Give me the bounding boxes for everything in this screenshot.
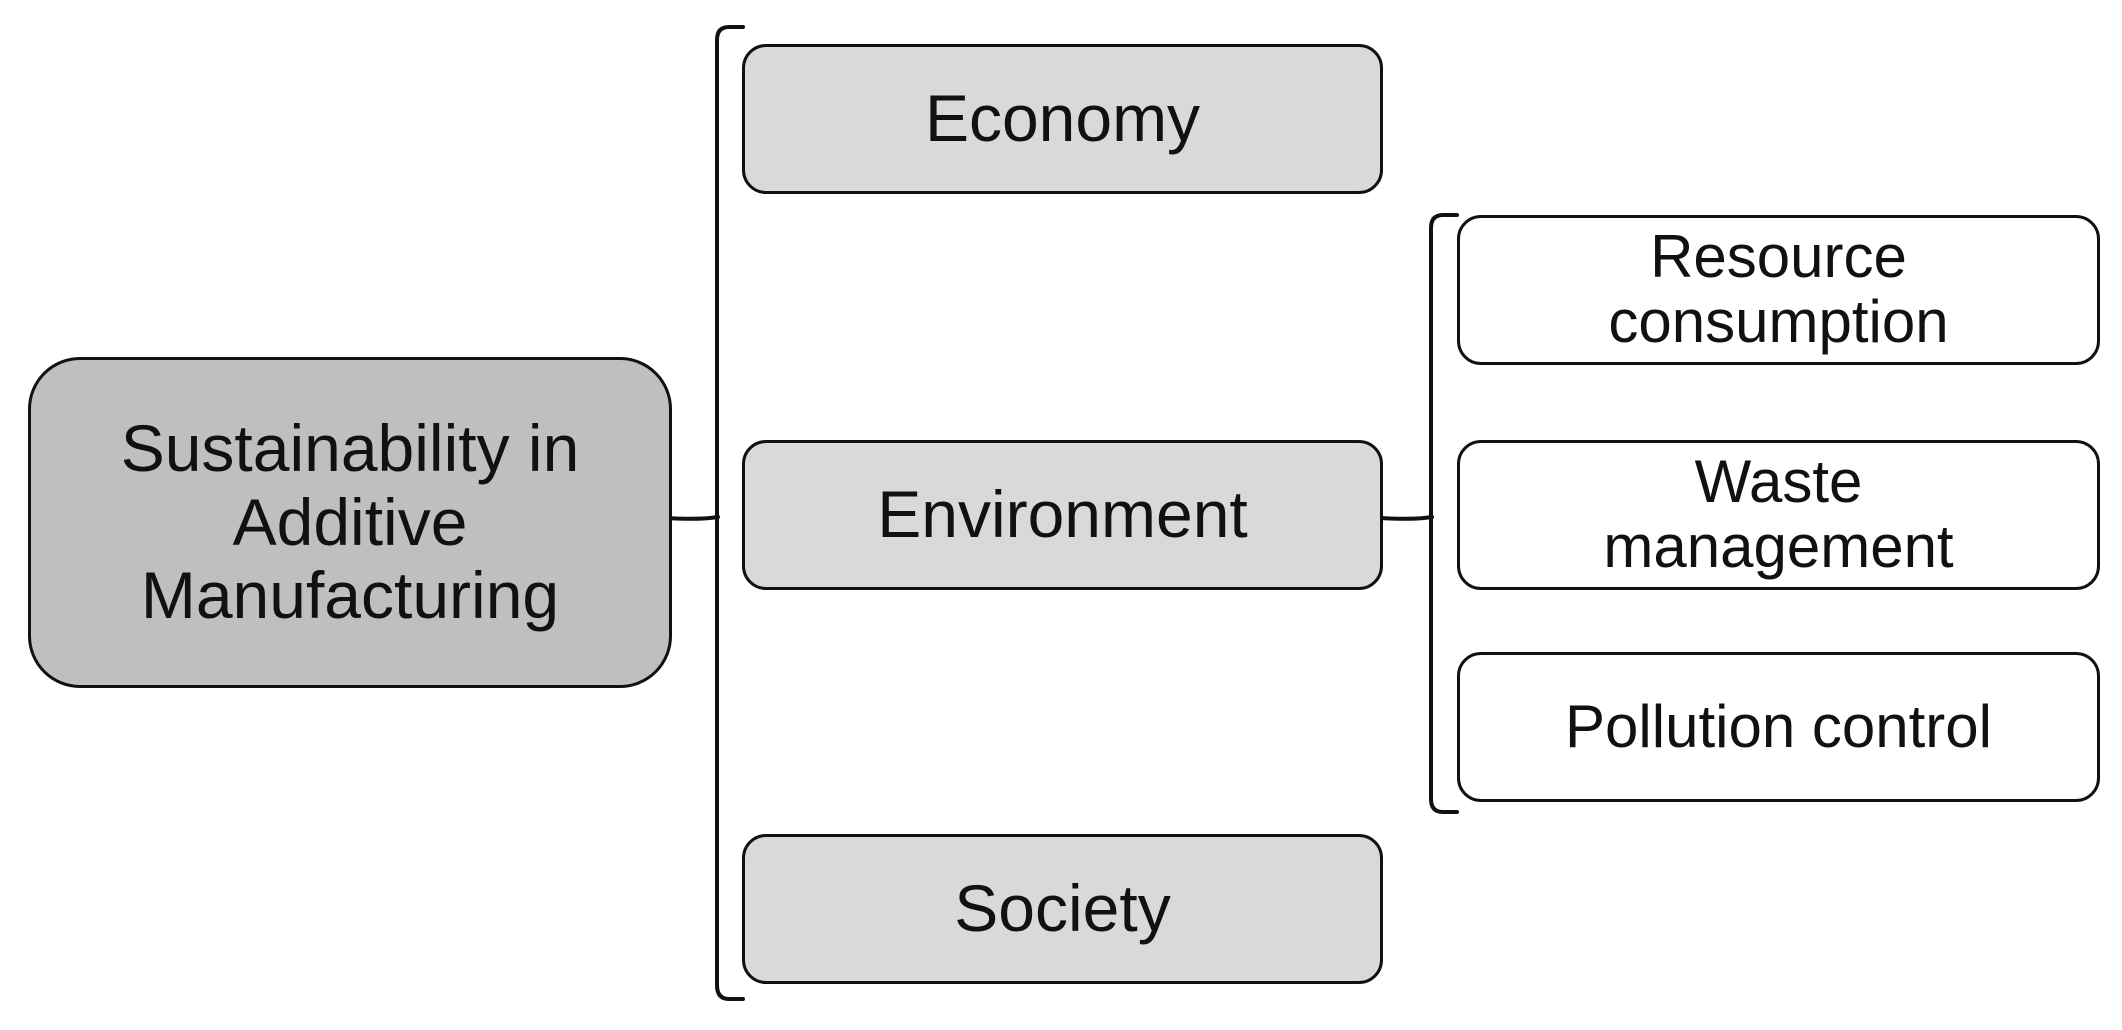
category-environment-box: Environment	[742, 440, 1383, 590]
subtopic-waste-management-box: Waste management	[1457, 440, 2100, 590]
categories-bracket	[715, 25, 745, 1001]
subtopic-resource-consumption-box: Resource consumption	[1457, 215, 2100, 365]
environment-to-subtopics-link	[1378, 515, 1434, 521]
root-to-categories-link	[664, 515, 720, 521]
category-economy-box: Economy	[742, 44, 1383, 194]
subtopic-pollution-control-box: Pollution control	[1457, 652, 2100, 802]
category-society-box: Society	[742, 834, 1383, 984]
environment-subtopics-bracket	[1429, 213, 1459, 814]
root-sustainability-box: Sustainability in Additive Manufacturing	[28, 357, 672, 688]
